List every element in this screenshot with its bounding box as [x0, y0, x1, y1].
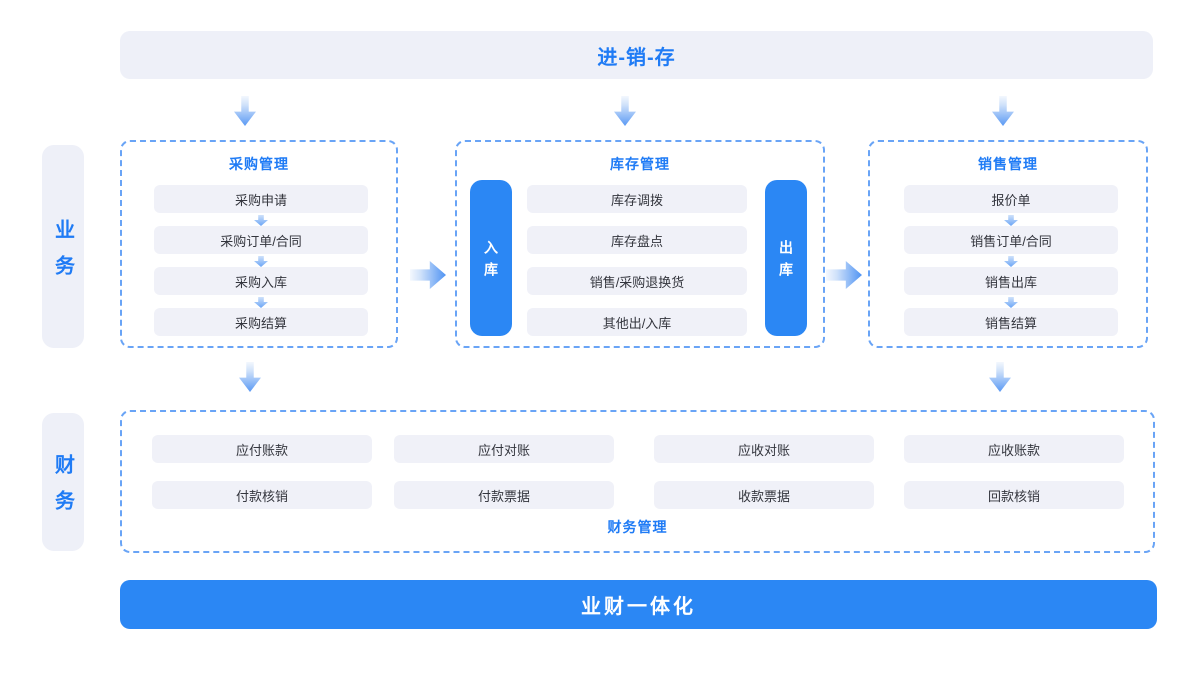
purchase-box-title: 采购管理	[229, 156, 289, 172]
outbound-pill-label: 出库	[778, 240, 794, 284]
node-collection-writeoff: 回款核销	[904, 481, 1124, 509]
inventory-box-title: 库存管理	[610, 156, 670, 172]
arrow-down-icon	[992, 96, 1014, 126]
node-purchase-order: 采购订单/合同	[154, 226, 368, 254]
node-purchase-settlement: 采购结算	[154, 308, 368, 336]
node-sales-outbound: 销售出库	[904, 267, 1118, 295]
sales-box: 销售管理 报价单 销售订单/合同 销售出库 销售结算	[868, 140, 1148, 348]
finance-box: 应付账款 应付对账 应收对账 应收账款 付款核销 付款票据 收款票据 回款核销 …	[120, 410, 1155, 553]
arrow-down-icon	[1004, 215, 1018, 226]
arrow-down-icon	[239, 362, 261, 392]
node-receivable-reconciliation: 应收对账	[654, 435, 874, 463]
top-banner-label: 进-销-存	[597, 46, 676, 69]
side-label-finance: 财务	[42, 413, 84, 551]
inbound-pill: 入库	[470, 180, 512, 336]
arrow-down-icon	[1004, 256, 1018, 267]
arrow-down-icon	[989, 362, 1011, 392]
outbound-pill: 出库	[765, 180, 807, 336]
node-quotation: 报价单	[904, 185, 1118, 213]
node-accounts-receivable: 应收账款	[904, 435, 1124, 463]
node-stock-transfer: 库存调拨	[527, 185, 747, 213]
node-accounts-payable: 应付账款	[152, 435, 372, 463]
node-payment-notes: 付款票据	[394, 481, 614, 509]
node-receipt-notes: 收款票据	[654, 481, 874, 509]
inventory-box: 库存管理 入库 库存调拨 库存盘点 销售/采购退换货 其他出/入库 出库	[455, 140, 825, 348]
node-payment-writeoff: 付款核销	[152, 481, 372, 509]
node-sales-settlement: 销售结算	[904, 308, 1118, 336]
purchase-box: 采购管理 采购申请 采购订单/合同 采购入库 采购结算	[120, 140, 398, 348]
side-label-finance-text: 财务	[51, 454, 74, 526]
arrow-right-icon	[410, 261, 446, 289]
node-other-in-out: 其他出/入库	[527, 308, 747, 336]
side-label-business: 业务	[42, 145, 84, 348]
finance-box-title: 财务管理	[607, 519, 668, 535]
arrow-down-icon	[254, 215, 268, 226]
sales-box-title: 销售管理	[978, 156, 1038, 172]
bottom-banner: 业财一体化	[120, 580, 1157, 629]
node-purchase-inbound: 采购入库	[154, 267, 368, 295]
node-stock-count: 库存盘点	[527, 226, 747, 254]
top-banner: 进-销-存	[120, 31, 1153, 79]
bottom-banner-label: 业财一体化	[581, 596, 696, 618]
side-label-business-text: 业务	[51, 218, 74, 291]
arrow-down-icon	[234, 96, 256, 126]
arrow-down-icon	[614, 96, 636, 126]
inbound-pill-label: 入库	[483, 240, 499, 284]
arrow-down-icon	[1004, 297, 1018, 308]
node-sales-order: 销售订单/合同	[904, 226, 1118, 254]
node-returns-exchanges: 销售/采购退换货	[527, 267, 747, 295]
node-payable-reconciliation: 应付对账	[394, 435, 614, 463]
arrow-down-icon	[254, 256, 268, 267]
arrow-right-icon	[826, 261, 862, 289]
arrow-down-icon	[254, 297, 268, 308]
node-purchase-request: 采购申请	[154, 185, 368, 213]
